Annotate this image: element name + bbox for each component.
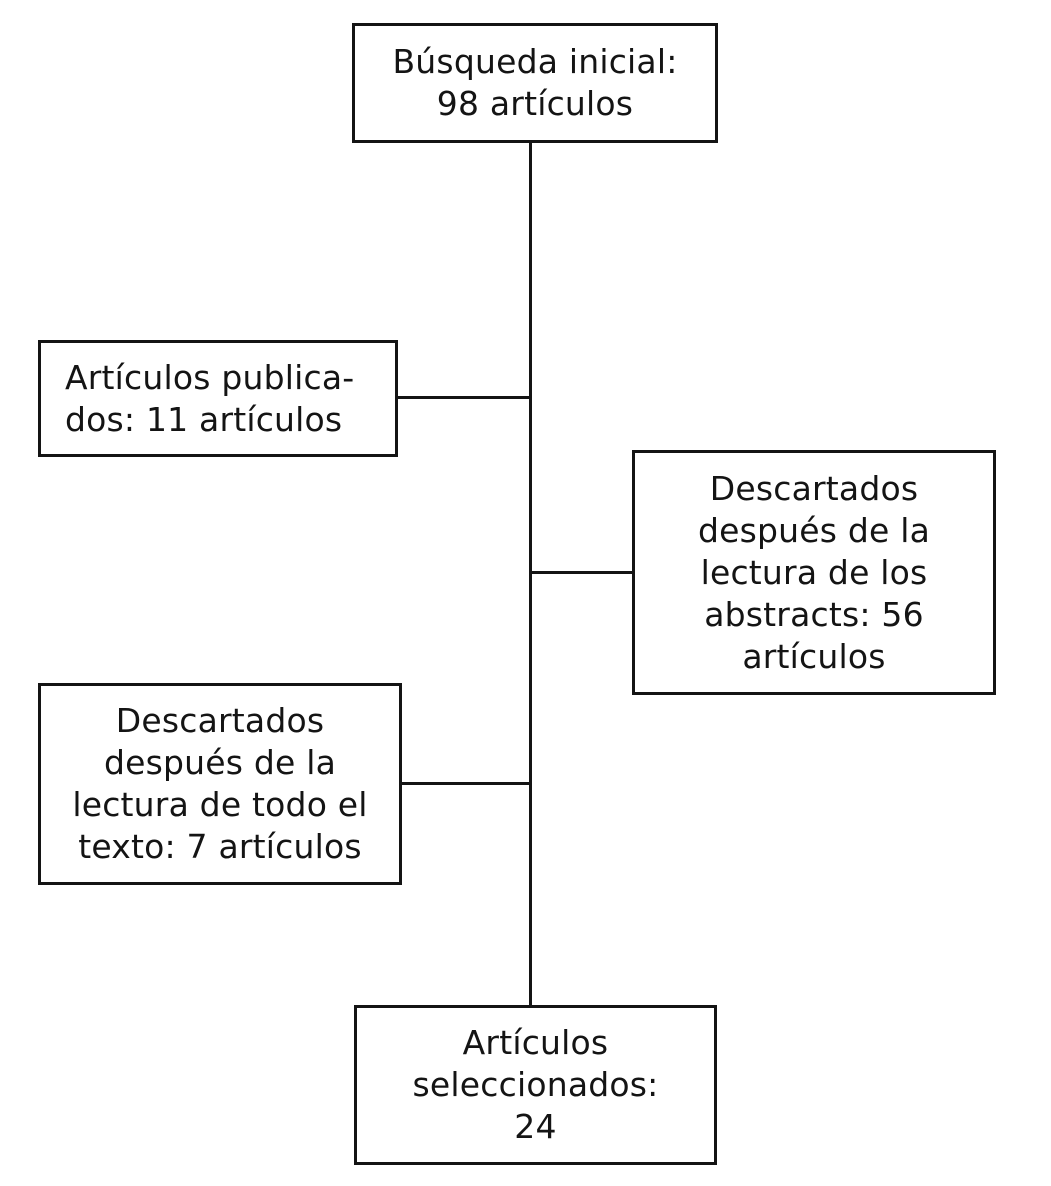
box-initial-search-text: Búsqueda inicial: 98 artículos: [392, 42, 678, 123]
box-discarded-after-full-text-text: Descartados después de la lectura de tod…: [72, 701, 368, 866]
box-discarded-after-abstracts-text: Descartados después de la lectura de los…: [697, 468, 931, 676]
connector-published: [398, 396, 529, 399]
box-published-articles-text: Artículos publica- dos: 11 artículos: [65, 357, 355, 439]
connector-discarded-abstracts: [532, 571, 632, 574]
box-published-articles: Artículos publica- dos: 11 artículos: [38, 340, 398, 457]
connector-discarded-fulltext: [402, 782, 529, 785]
spine-vertical-line: [529, 143, 532, 1005]
box-initial-search: Búsqueda inicial: 98 artículos: [352, 23, 718, 143]
box-discarded-after-full-text: Descartados después de la lectura de tod…: [38, 683, 402, 885]
box-selected-articles-text: Artículos seleccionados: 24: [412, 1023, 659, 1146]
box-discarded-after-abstracts: Descartados después de la lectura de los…: [632, 450, 996, 695]
box-selected-articles: Artículos seleccionados: 24: [354, 1005, 717, 1165]
